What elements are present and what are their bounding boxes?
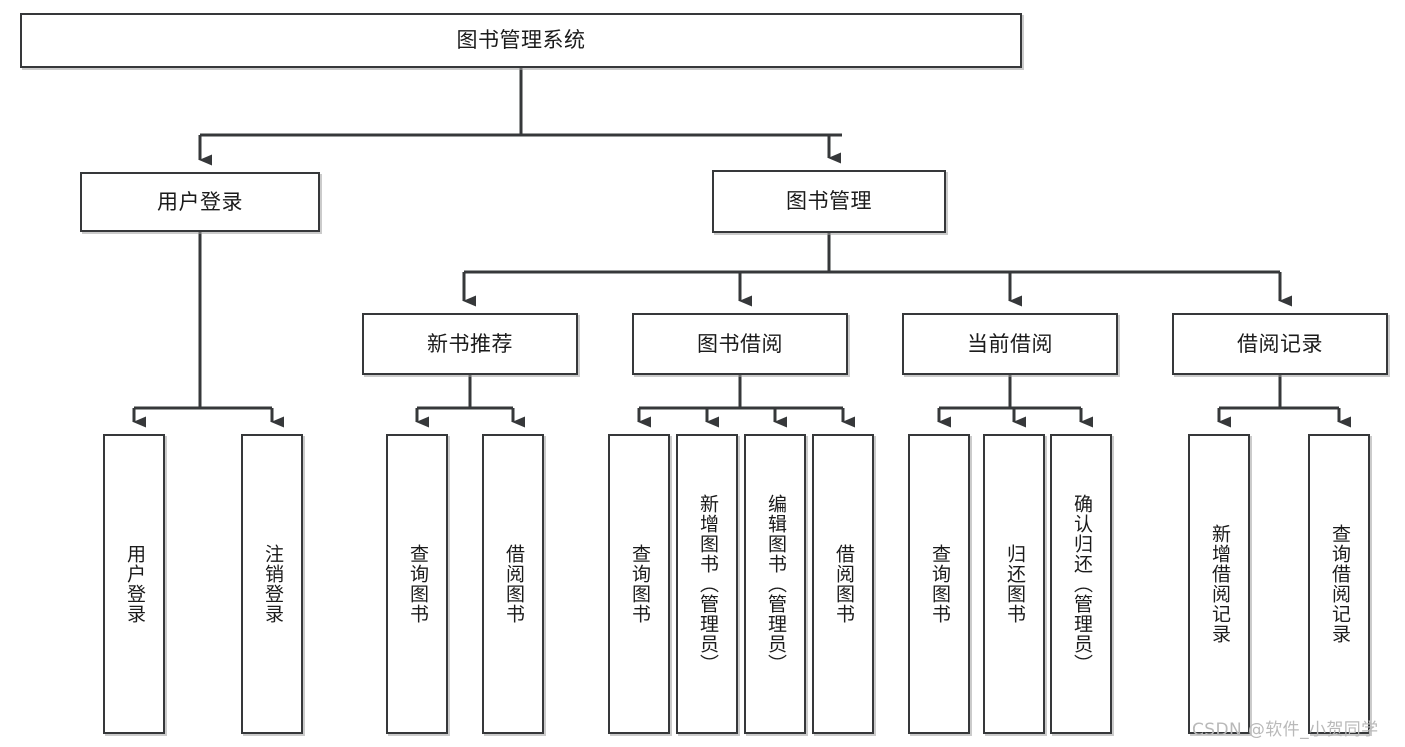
leaf-borrow-book-1[interactable]: 借阅图书 bbox=[482, 434, 544, 734]
node-current-borrow[interactable]: 当前借阅 bbox=[902, 313, 1118, 375]
node-book-manage[interactable]: 图书管理 bbox=[712, 170, 946, 233]
watermark: CSDN @软件_小贺同学 bbox=[1192, 720, 1379, 740]
node-user-login[interactable]: 用户登录 bbox=[80, 172, 320, 232]
leaf-user-login[interactable]: 用户登录 bbox=[103, 434, 165, 734]
leaf-logout-login-label: 注销登录 bbox=[261, 544, 284, 624]
leaf-return-book[interactable]: 归还图书 bbox=[983, 434, 1045, 734]
leaf-query-borrow-record-label: 查询借阅记录 bbox=[1328, 524, 1351, 644]
leaf-edit-book[interactable]: 编辑图书（管理员） bbox=[744, 434, 806, 734]
node-root-label: 图书管理系统 bbox=[456, 28, 586, 53]
node-new-book-recommend-label: 新书推荐 bbox=[427, 331, 513, 356]
leaf-query-book-3[interactable]: 查询图书 bbox=[908, 434, 970, 734]
node-borrow-record-label: 借阅记录 bbox=[1237, 331, 1323, 356]
leaf-query-book-2-label: 查询图书 bbox=[628, 544, 651, 624]
node-borrow-record[interactable]: 借阅记录 bbox=[1172, 313, 1388, 375]
leaf-edit-book-label: 编辑图书（管理员） bbox=[764, 494, 787, 674]
leaf-borrow-book-2[interactable]: 借阅图书 bbox=[812, 434, 874, 734]
leaf-confirm-return[interactable]: 确认归还（管理员） bbox=[1050, 434, 1112, 734]
leaf-confirm-return-label: 确认归还（管理员） bbox=[1070, 494, 1093, 674]
leaf-borrow-book-2-label: 借阅图书 bbox=[832, 544, 855, 624]
leaf-add-book-label: 新增图书（管理员） bbox=[696, 494, 719, 674]
leaf-return-book-label: 归还图书 bbox=[1003, 544, 1026, 624]
node-root[interactable]: 图书管理系统 bbox=[20, 13, 1022, 68]
node-user-login-label: 用户登录 bbox=[157, 189, 243, 214]
node-new-book-recommend[interactable]: 新书推荐 bbox=[362, 313, 578, 375]
leaf-logout-login[interactable]: 注销登录 bbox=[241, 434, 303, 734]
leaf-add-book[interactable]: 新增图书（管理员） bbox=[676, 434, 738, 734]
node-current-borrow-label: 当前借阅 bbox=[967, 331, 1053, 356]
node-book-borrow-label: 图书借阅 bbox=[697, 331, 783, 356]
node-book-manage-label: 图书管理 bbox=[786, 189, 872, 214]
leaf-add-borrow-record-label: 新增借阅记录 bbox=[1208, 524, 1231, 644]
leaf-user-login-label: 用户登录 bbox=[123, 544, 146, 624]
leaf-borrow-book-1-label: 借阅图书 bbox=[502, 544, 525, 624]
leaf-query-book-1-label: 查询图书 bbox=[406, 544, 429, 624]
leaf-query-book-2[interactable]: 查询图书 bbox=[608, 434, 670, 734]
node-book-borrow[interactable]: 图书借阅 bbox=[632, 313, 848, 375]
leaf-query-borrow-record[interactable]: 查询借阅记录 bbox=[1308, 434, 1370, 734]
leaf-query-book-1[interactable]: 查询图书 bbox=[386, 434, 448, 734]
leaf-query-book-3-label: 查询图书 bbox=[928, 544, 951, 624]
leaf-add-borrow-record[interactable]: 新增借阅记录 bbox=[1188, 434, 1250, 734]
